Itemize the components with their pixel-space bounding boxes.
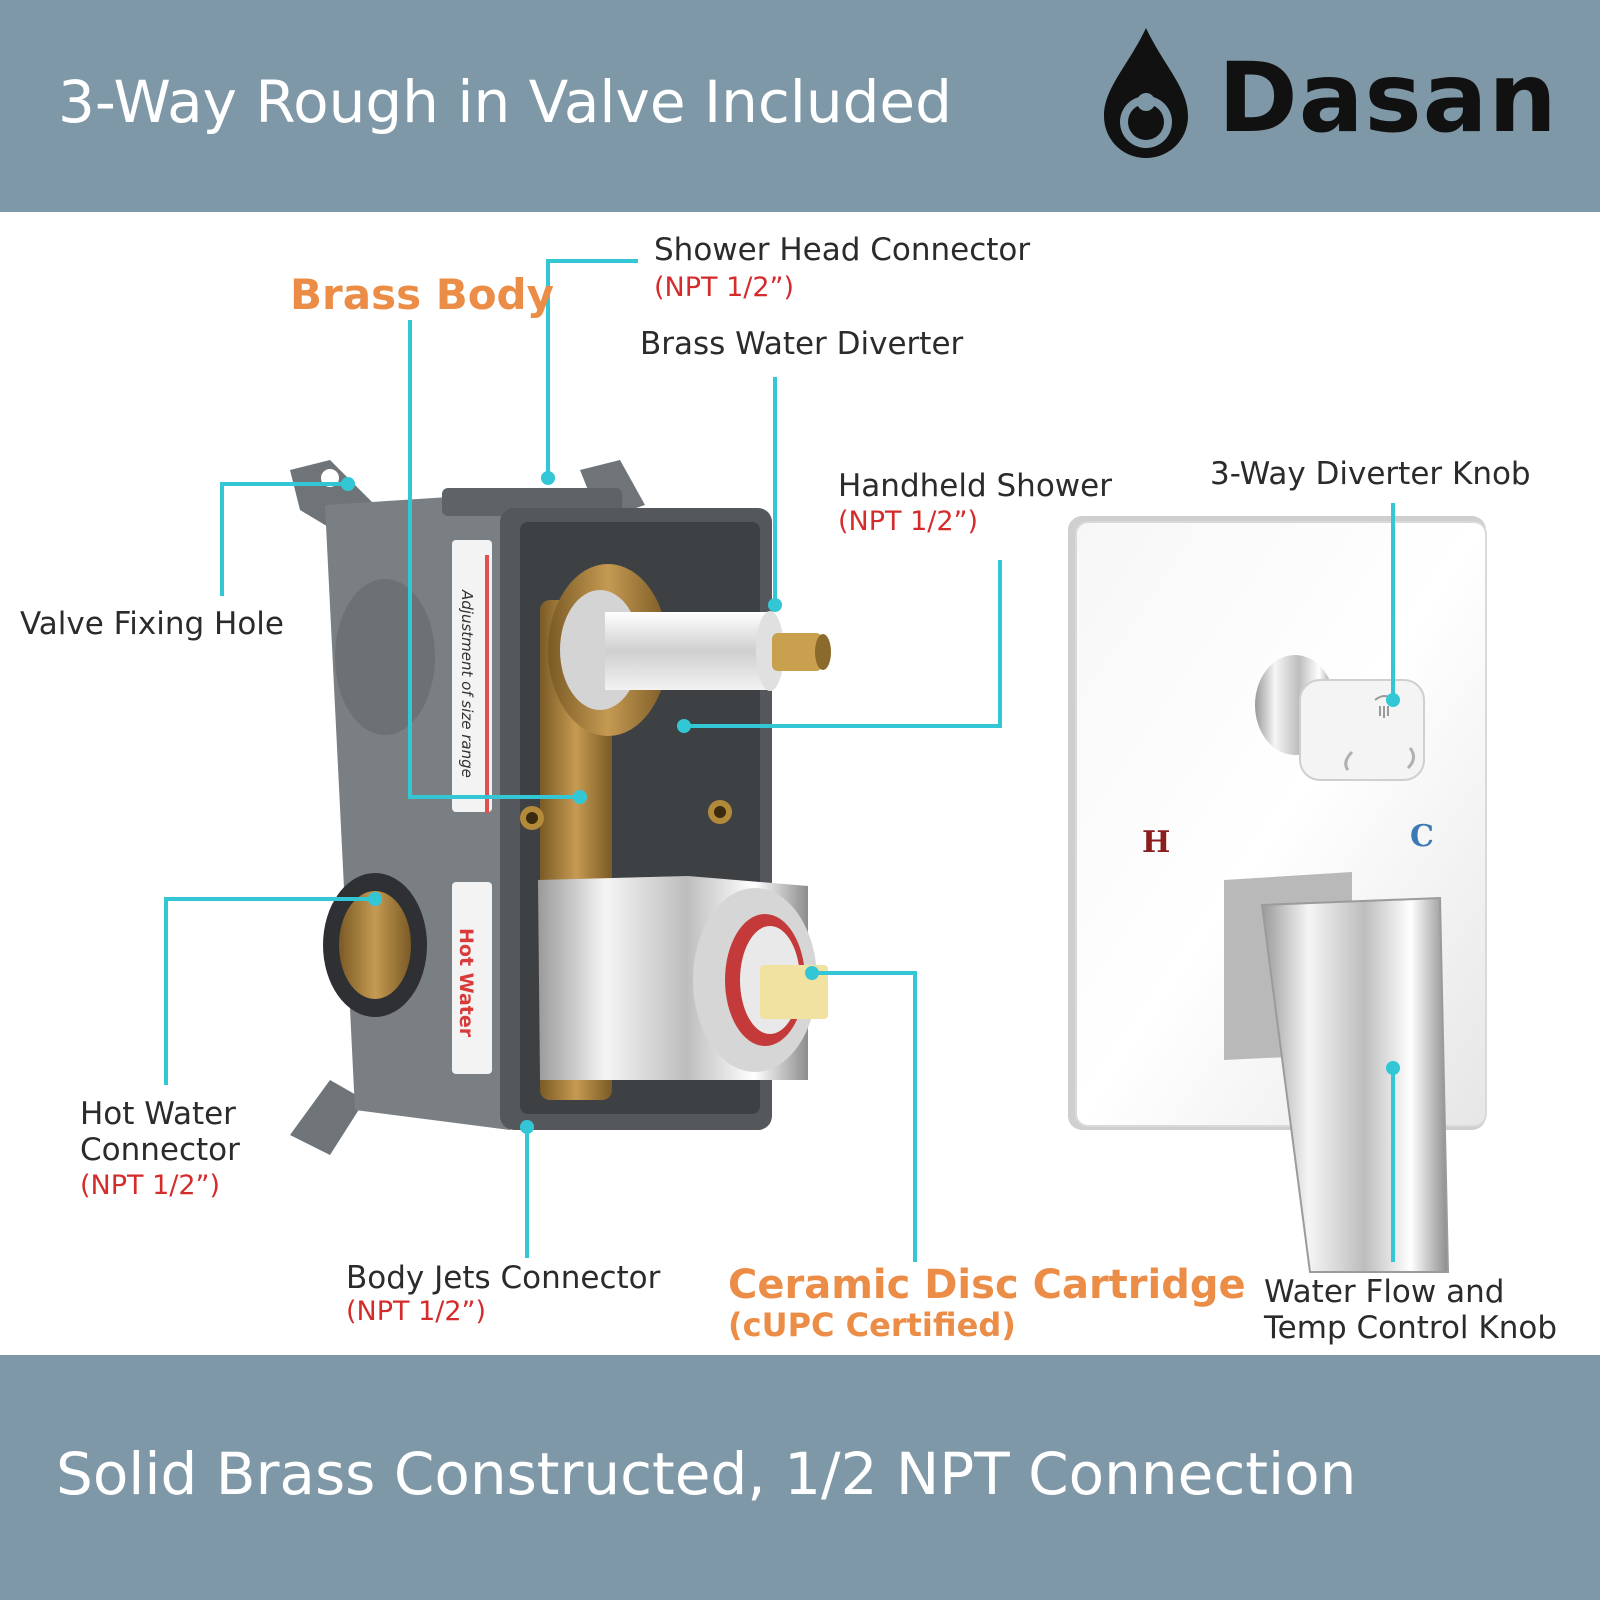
hot-water-sticker-text: Hot Water — [455, 928, 477, 1038]
callout-line-fixing-hole — [220, 482, 348, 596]
hot-water-npt: (NPT 1/2”) — [80, 1170, 221, 1201]
header-band — [0, 0, 1600, 212]
brass-diverter-label: Brass Water Diverter — [640, 326, 964, 362]
cold-mark: C — [1410, 819, 1434, 854]
callout-line-brass-body — [408, 320, 580, 799]
callout-lines — [164, 259, 1395, 1262]
diverter-knob[interactable] — [1299, 679, 1425, 781]
size-range-sticker — [452, 540, 492, 812]
cartridge-label: Ceramic Disc Cartridge — [728, 1262, 1246, 1308]
header-title: 3-Way Rough in Valve Included — [58, 68, 952, 136]
handheld-icon — [1344, 750, 1354, 771]
footer-title: Solid Brass Constructed, 1/2 NPT Connect… — [56, 1440, 1357, 1508]
handheld-label: Handheld Shower — [838, 468, 1112, 504]
callout-dots — [341, 471, 1400, 1134]
brand-name: Dasan — [1218, 42, 1558, 154]
body-jet-icon — [1406, 747, 1415, 770]
diverter-knob-label: 3-Way Diverter Knob — [1210, 456, 1531, 492]
footer-band — [0, 1355, 1600, 1600]
shower-trim-plate: H C — [1068, 516, 1487, 1273]
left-round-boss — [335, 579, 435, 735]
handheld-npt: (NPT 1/2”) — [838, 506, 979, 537]
callout-line-shower-head — [546, 259, 638, 478]
temp-control-lever[interactable] — [1260, 896, 1450, 1273]
callout-line-cartridge — [812, 971, 917, 1262]
rough-in-valve-box: Adjustment of size range Hot Water — [290, 460, 831, 1155]
diverter-stem — [605, 612, 770, 690]
shower-head-npt: (NPT 1/2”) — [654, 272, 795, 303]
callout-line-handheld — [684, 560, 1002, 728]
brass-body-label: Brass Body — [290, 270, 554, 319]
diverter-spline — [772, 633, 822, 671]
hot-water-sticker — [452, 882, 492, 1074]
shower-head-label: Shower Head Connector — [654, 232, 1031, 268]
body-jets-label: Body Jets Connector — [346, 1260, 661, 1296]
fixing-hole-label: Valve Fixing Hole — [20, 606, 284, 642]
hot-water-thread — [339, 891, 411, 999]
flow-temp-label-line1: Water Flow and — [1264, 1274, 1505, 1310]
body-jets-npt: (NPT 1/2”) — [346, 1296, 487, 1327]
water-drop-logo-icon — [1104, 28, 1188, 158]
hot-water-label-line2: Connector — [80, 1132, 240, 1168]
bottom-left-mounting-ear — [290, 1080, 365, 1155]
flow-temp-label-line2: Temp Control Knob — [1264, 1310, 1558, 1346]
hot-mark: H — [1142, 825, 1170, 860]
shower-head-icon — [1374, 695, 1394, 718]
cartridge-cert: (cUPC Certified) — [728, 1306, 1016, 1344]
size-range-text: Adjustment of size range — [458, 589, 476, 778]
hot-water-label-line1: Hot Water — [80, 1096, 236, 1132]
callout-line-hot-water — [164, 897, 375, 1085]
